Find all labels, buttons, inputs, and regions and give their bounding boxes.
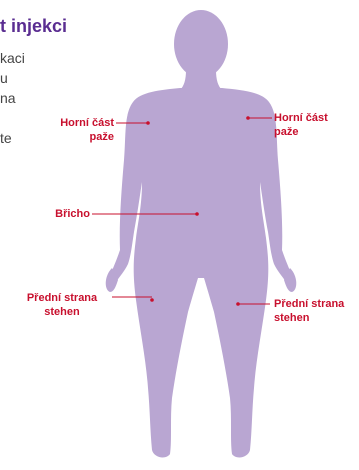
label-line: Horní část [30,116,114,130]
label-thigh-right: Přední strana stehen [274,297,358,325]
marker-abdomen [195,212,199,216]
label-upper-arm-left: Horní část paže [30,116,114,144]
label-upper-arm-right: Horní část paže [274,111,358,139]
label-line: Břicho [20,207,90,221]
label-line: paže [274,125,358,139]
label-line: paže [30,130,114,144]
human-body-silhouette-icon [106,10,297,457]
label-abdomen: Břicho [20,207,90,221]
marker-upper-arm-right [246,116,250,120]
label-line: stehen [274,311,358,325]
marker-thigh-right [236,302,240,306]
label-thigh-left: Přední strana stehen [14,291,110,319]
label-line: Přední strana [14,291,110,305]
marker-thigh-left [150,298,154,302]
label-line: Horní část [274,111,358,125]
label-line: stehen [14,305,110,319]
label-line: Přední strana [274,297,358,311]
marker-upper-arm-left [146,121,150,125]
